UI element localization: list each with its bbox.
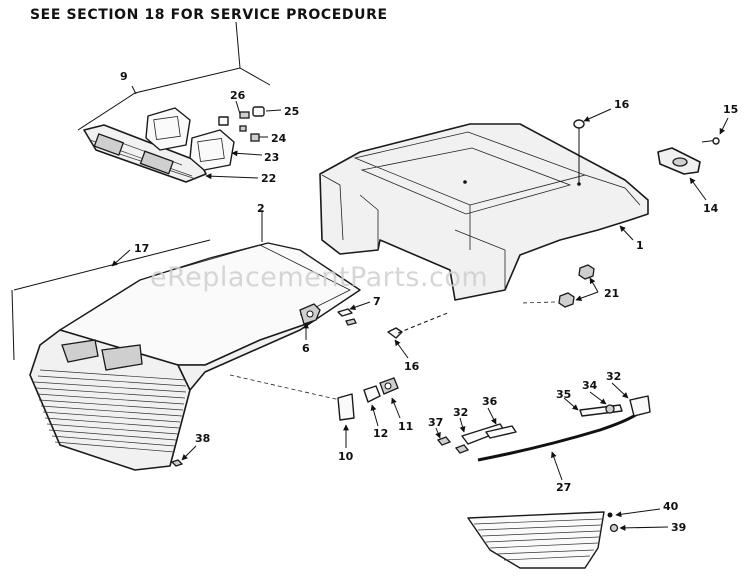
callout-21: 21 [604, 287, 619, 300]
bracket-10 [337, 393, 355, 421]
callout-24: 24 [271, 132, 287, 145]
fender-body [319, 123, 649, 301]
callout-10: 10 [338, 450, 354, 463]
callout-23: 23 [264, 151, 279, 164]
callout-22: 22 [261, 172, 276, 185]
headlight-assembly [77, 67, 271, 183]
clip-26 [218, 116, 229, 126]
callout-1: 1 [636, 239, 644, 252]
bolt-16-lower [387, 327, 403, 339]
bracket-12 [363, 385, 381, 403]
bolt-35 [579, 404, 623, 417]
callout-6: 6 [302, 342, 310, 355]
screw-40 [607, 512, 613, 518]
lamp-socket-25 [252, 106, 265, 117]
callout-2: 2 [257, 202, 265, 215]
callout-17: 17 [134, 242, 149, 255]
lower-panel [467, 511, 605, 569]
callout-11: 11 [398, 420, 413, 433]
callout-14: 14 [703, 202, 719, 215]
washer-39 [609, 523, 619, 533]
callout-7: 7 [373, 295, 381, 308]
nut-37 [436, 436, 452, 446]
washer-34 [605, 404, 615, 414]
hood-light-opening-right [101, 344, 143, 371]
callout-27: 27 [556, 481, 571, 494]
screw-38 [170, 459, 184, 467]
lamp-housing-left [145, 107, 191, 151]
callout-12: 12 [373, 427, 388, 440]
rear-fender-1 [319, 123, 649, 301]
callout-9: 9 [120, 70, 128, 83]
callout-32-right: 32 [606, 370, 621, 383]
callout-15: 15 [723, 103, 738, 116]
clip-7 [337, 308, 353, 317]
nut-21a [578, 264, 595, 280]
cable-assembly [436, 395, 651, 462]
callout-35: 35 [556, 388, 571, 401]
header-leader-line [235, 21, 241, 69]
callout-26: 26 [230, 89, 246, 102]
bolt-36 [485, 425, 517, 439]
callout-39: 39 [671, 521, 686, 534]
nut-21b [558, 292, 575, 308]
callout-16-lower: 16 [404, 360, 420, 373]
callout-32-left: 32 [453, 406, 468, 419]
callout-34: 34 [582, 379, 598, 392]
clip-26b [239, 111, 250, 119]
cable-27 [477, 410, 641, 462]
group-9-bracket [77, 67, 271, 131]
callout-40: 40 [663, 500, 679, 513]
callout-25: 25 [284, 105, 299, 118]
callout-36: 36 [482, 395, 498, 408]
lamp-housing-right-23 [189, 129, 235, 171]
hood-grille-front [29, 329, 191, 471]
hood-2 [29, 242, 361, 471]
hood-light-opening-left [61, 339, 99, 363]
callout-38: 38 [195, 432, 210, 445]
callout-16-top: 16 [614, 98, 630, 111]
bulb-24 [250, 133, 260, 142]
clamp-32-right [629, 395, 651, 417]
callout-37: 37 [428, 416, 443, 429]
section-reference-header: SEE SECTION 18 FOR SERVICE PROCEDURE [30, 7, 388, 23]
